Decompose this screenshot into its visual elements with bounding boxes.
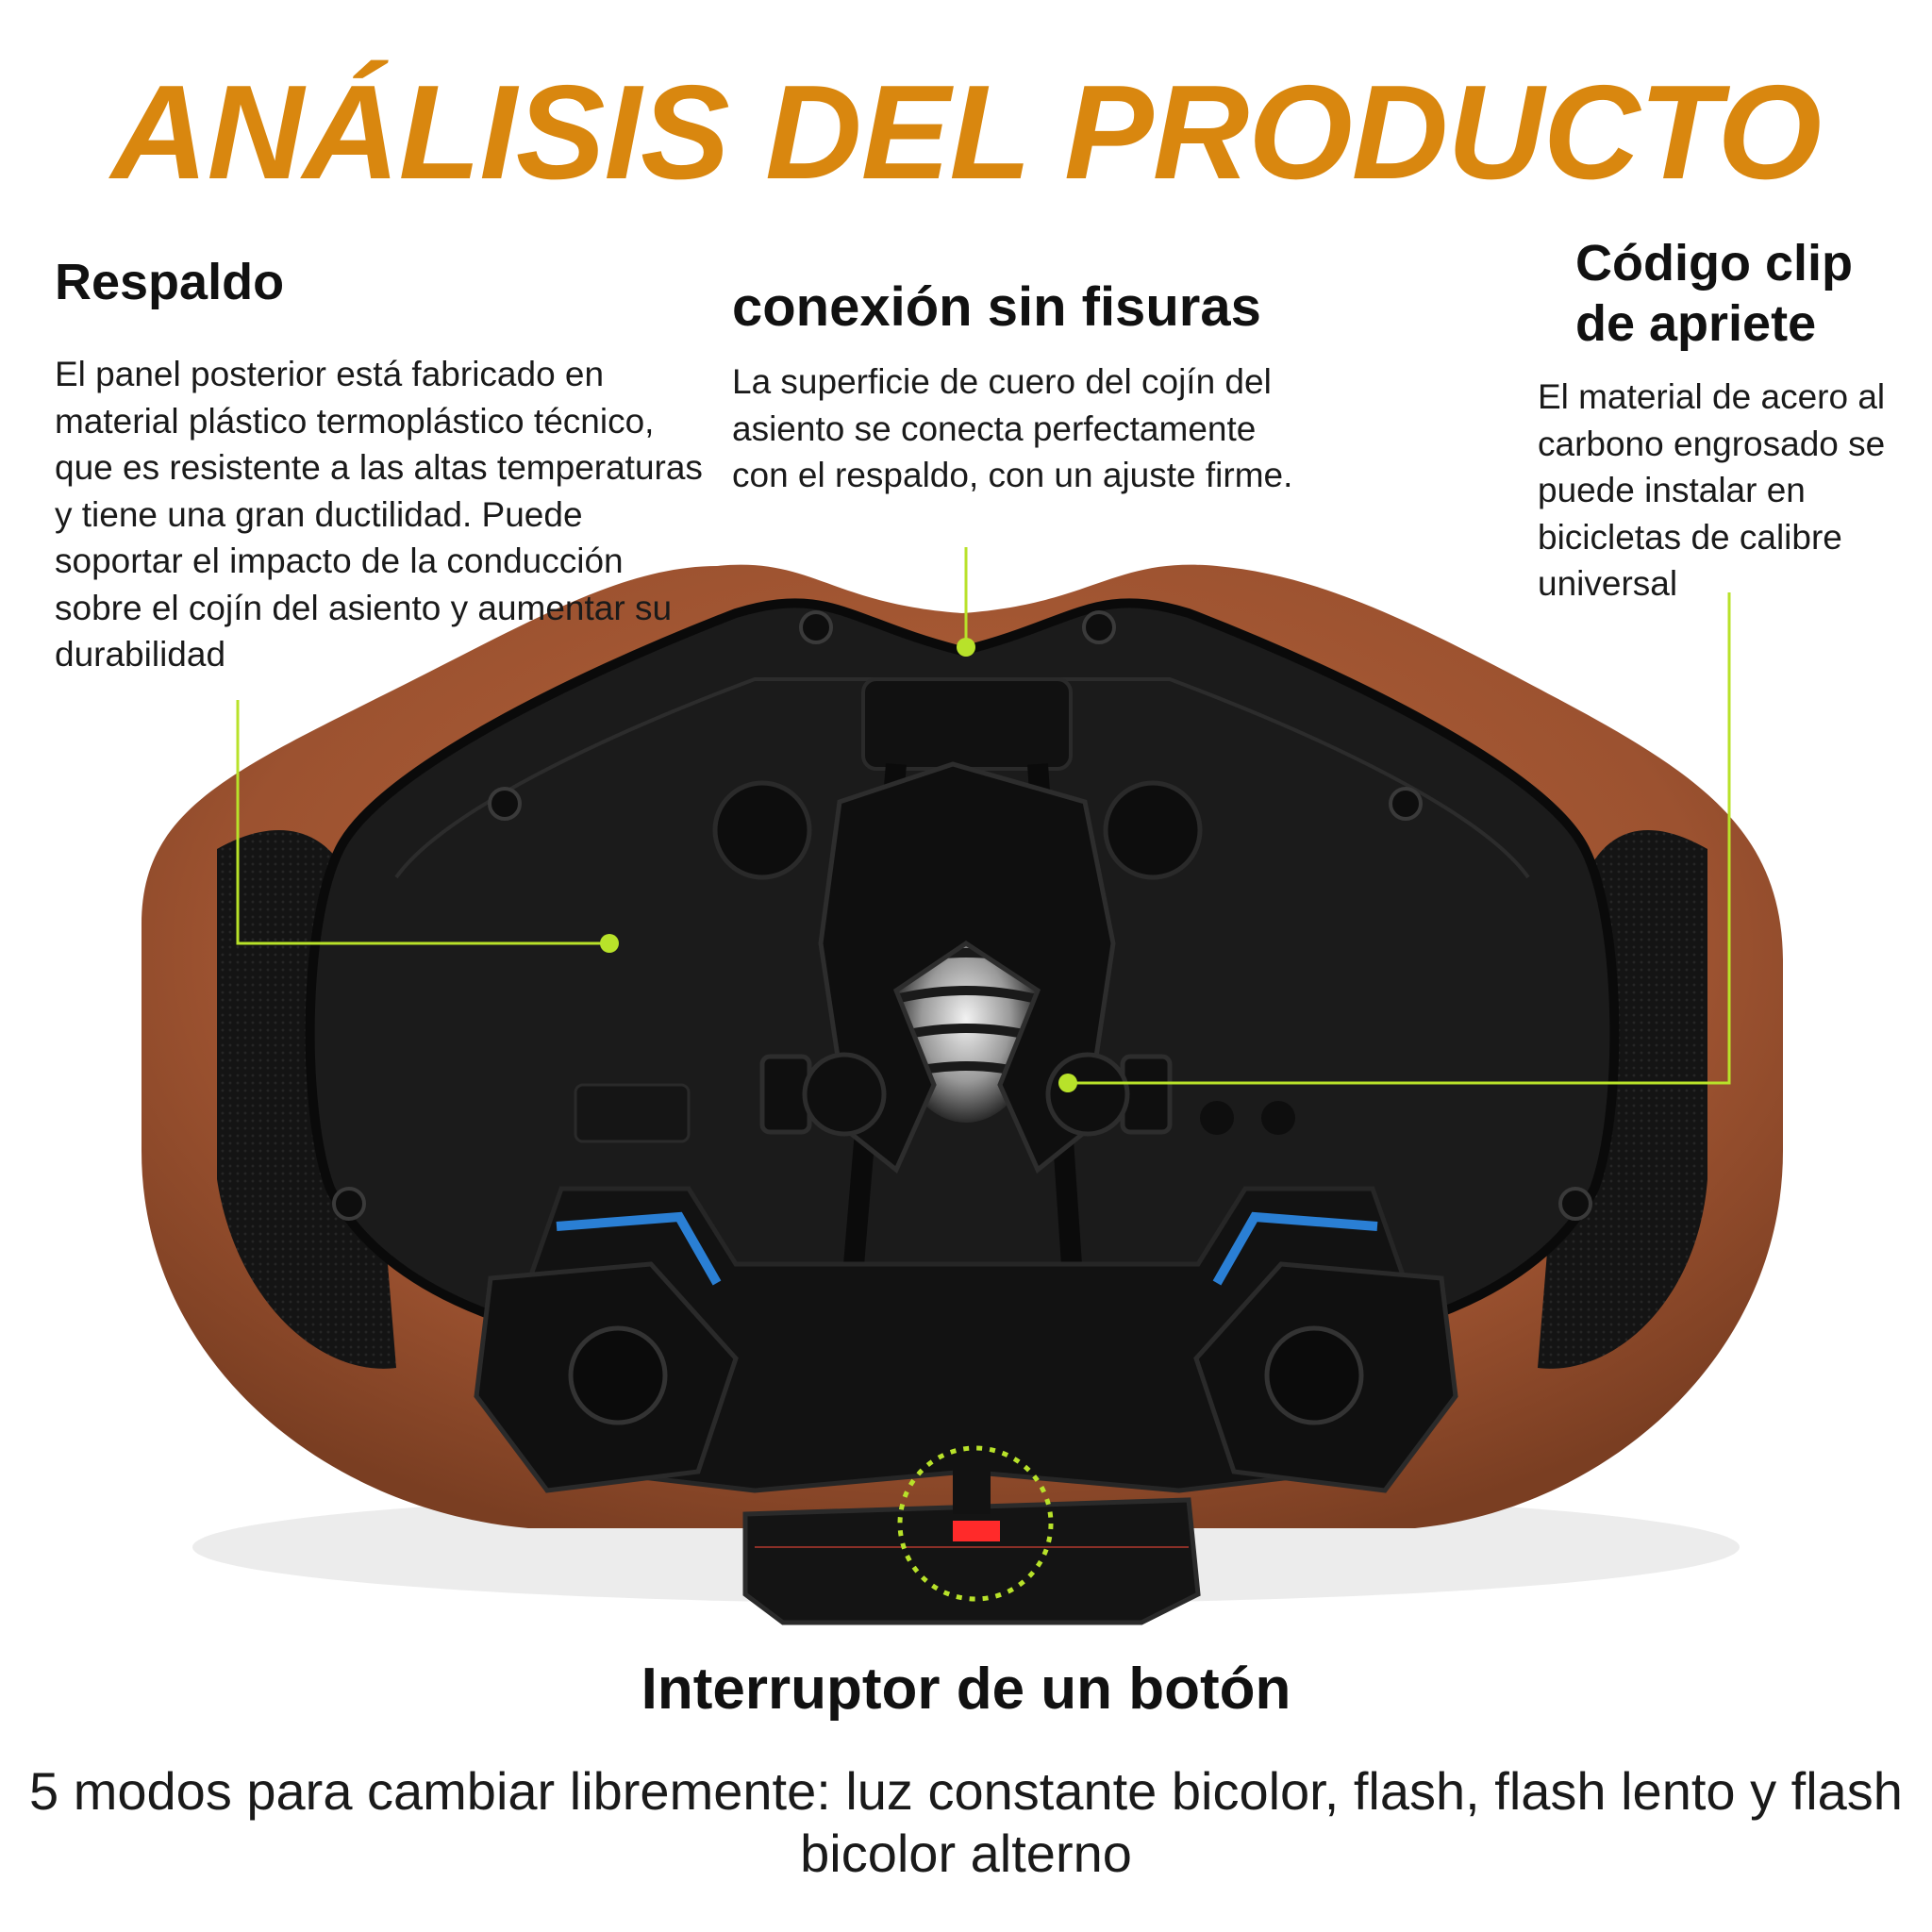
clip-heading: Código clip de apriete [1575, 235, 1853, 352]
power-led [953, 1521, 1000, 1541]
blue-accent-right [1212, 1211, 1378, 1286]
conexion-heading: conexión sin fisuras [732, 276, 1261, 338]
respaldo-description: El panel posterior está fabricado en mat… [55, 355, 703, 675]
blue-accent-left [556, 1211, 722, 1286]
page-title: ANÁLISIS DEL PRODUCTO [110, 58, 1822, 208]
screws [332, 610, 1592, 1221]
callout-lines [236, 547, 1731, 1085]
interruptor-heading: Interruptor de un botón [641, 1657, 1291, 1722]
interruptor-description: 5 modos para cambiar libremente: luz con… [29, 1761, 1903, 1883]
callout-dots [600, 638, 1077, 1092]
light-module [742, 1497, 1201, 1625]
respaldo-heading: Respaldo [55, 254, 285, 310]
conexion-description: La superficie de cuero del cojín del asi… [732, 362, 1293, 495]
switch-callout-ring [897, 1445, 1054, 1602]
clip-description: El material de acero al carbono engrosad… [1538, 377, 1886, 604]
